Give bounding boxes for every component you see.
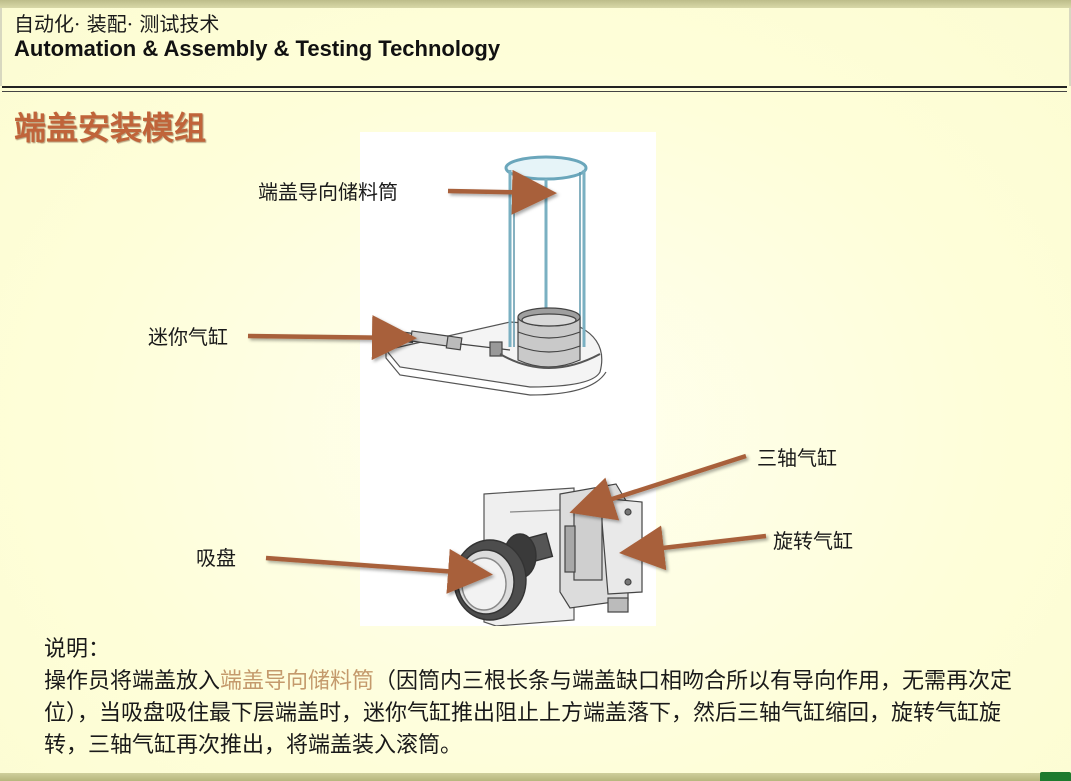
description-body: 操作员将端盖放入端盖导向储料筒（因筒内三根长条与端盖缺口相吻合所以有导向作用，无… bbox=[44, 666, 1014, 762]
slide-title: 端盖安装模组 bbox=[14, 109, 207, 147]
description-highlight: 端盖导向储料筒 bbox=[220, 669, 375, 694]
rotary-cylinder bbox=[564, 509, 603, 581]
header-divider-thick bbox=[2, 86, 1067, 88]
end-cap-stack bbox=[499, 307, 601, 369]
mechanism-drawing bbox=[372, 155, 643, 626]
top-border-strip bbox=[0, 0, 1071, 8]
header-title-en: Automation & Assembly & Testing Technolo… bbox=[14, 36, 501, 61]
description-heading: 说明： bbox=[44, 637, 111, 662]
header-divider-thin bbox=[2, 91, 1067, 92]
description-part2: （因筒内三根长条与端盖缺口相吻合所以有导向作用，无需再次定位），当吸盘吸住最下层… bbox=[44, 669, 1013, 758]
slide-nav-button[interactable] bbox=[1040, 772, 1071, 781]
description-part1: 操作员将端盖放入 bbox=[44, 669, 221, 694]
bottom-border-strip bbox=[0, 773, 1071, 781]
callout-triaxial-cylinder: 三轴气缸 bbox=[757, 446, 837, 470]
description-block: 说明： 操作员将端盖放入端盖导向储料筒（因筒内三根长条与端盖缺口相吻合所以有导向… bbox=[44, 634, 1014, 762]
mechanism-illustration bbox=[360, 132, 656, 626]
callout-mini-cylinder: 迷你气缸 bbox=[148, 325, 228, 349]
callout-rotary-cylinder: 旋转气缸 bbox=[773, 529, 853, 553]
callout-suction-cup: 吸盘 bbox=[196, 546, 236, 570]
slide-header: 自动化· 装配· 测试技术 Automation & Assembly & Te… bbox=[0, 8, 1071, 86]
callout-guide-tube: 端盖导向储料筒 bbox=[258, 180, 398, 204]
header-title-cn: 自动化· 装配· 测试技术 bbox=[14, 12, 220, 36]
